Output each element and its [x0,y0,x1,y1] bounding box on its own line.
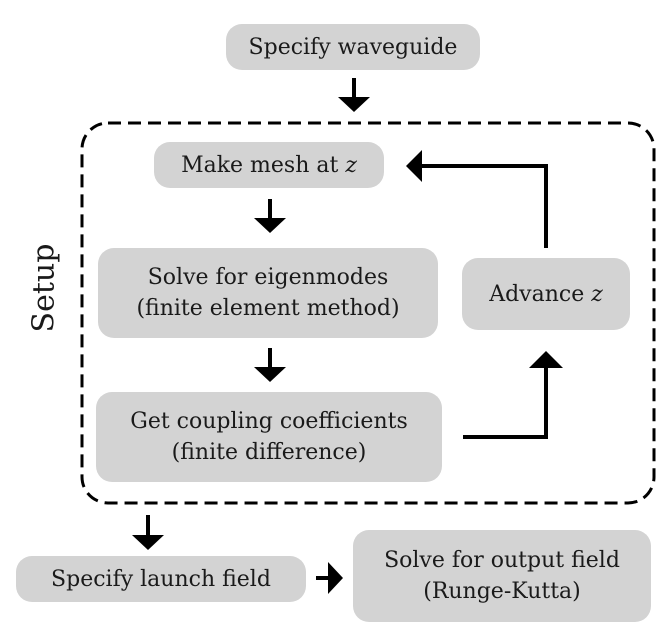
node-coupling-coefficients: Get coupling coefficients (finite differ… [96,392,442,482]
node-solve-eigenmodes-line-1: Solve for eigenmodes [147,265,389,290]
node-coupling-line-2: (finite difference) [171,440,367,465]
node-make-mesh-text: Make mesh at [181,152,346,178]
node-advance-z: Advance z [462,258,630,330]
arrow-eigenmodes-to-coupling [254,348,286,382]
setup-label: Setup [26,243,62,333]
node-specify-waveguide-line-1: Specify waveguide [248,34,458,60]
arrow-mesh-to-eigenmodes [254,199,286,233]
arrow-launch-to-output [316,562,343,594]
node-launch-line-1: Specify launch field [51,566,271,592]
arrow-advance-to-mesh [406,150,548,248]
node-solve-eigenmodes: Solve for eigenmodes (finite element met… [98,248,438,338]
node-advance-var: z [591,281,603,307]
node-make-mesh-var: z [345,152,357,178]
arrow-coupling-to-advance [463,351,563,439]
node-specify-launch-field: Specify launch field [16,556,306,602]
node-output-line-2: (Runge-Kutta) [423,579,581,604]
node-solve-eigenmodes-line-2: (finite element method) [136,296,400,321]
node-advance-text: Advance [489,281,592,307]
node-output-line-1: Solve for output field [384,548,620,573]
node-specify-waveguide: Specify waveguide [226,24,480,70]
arrow-waveguide-to-setup [338,78,370,112]
node-coupling-line-1: Get coupling coefficients [130,409,408,434]
node-solve-output-field: Solve for output field (Runge-Kutta) [353,530,651,622]
arrow-setup-to-launch [132,515,164,550]
setup-container [80,121,656,505]
node-make-mesh: Make mesh at z [154,142,384,188]
